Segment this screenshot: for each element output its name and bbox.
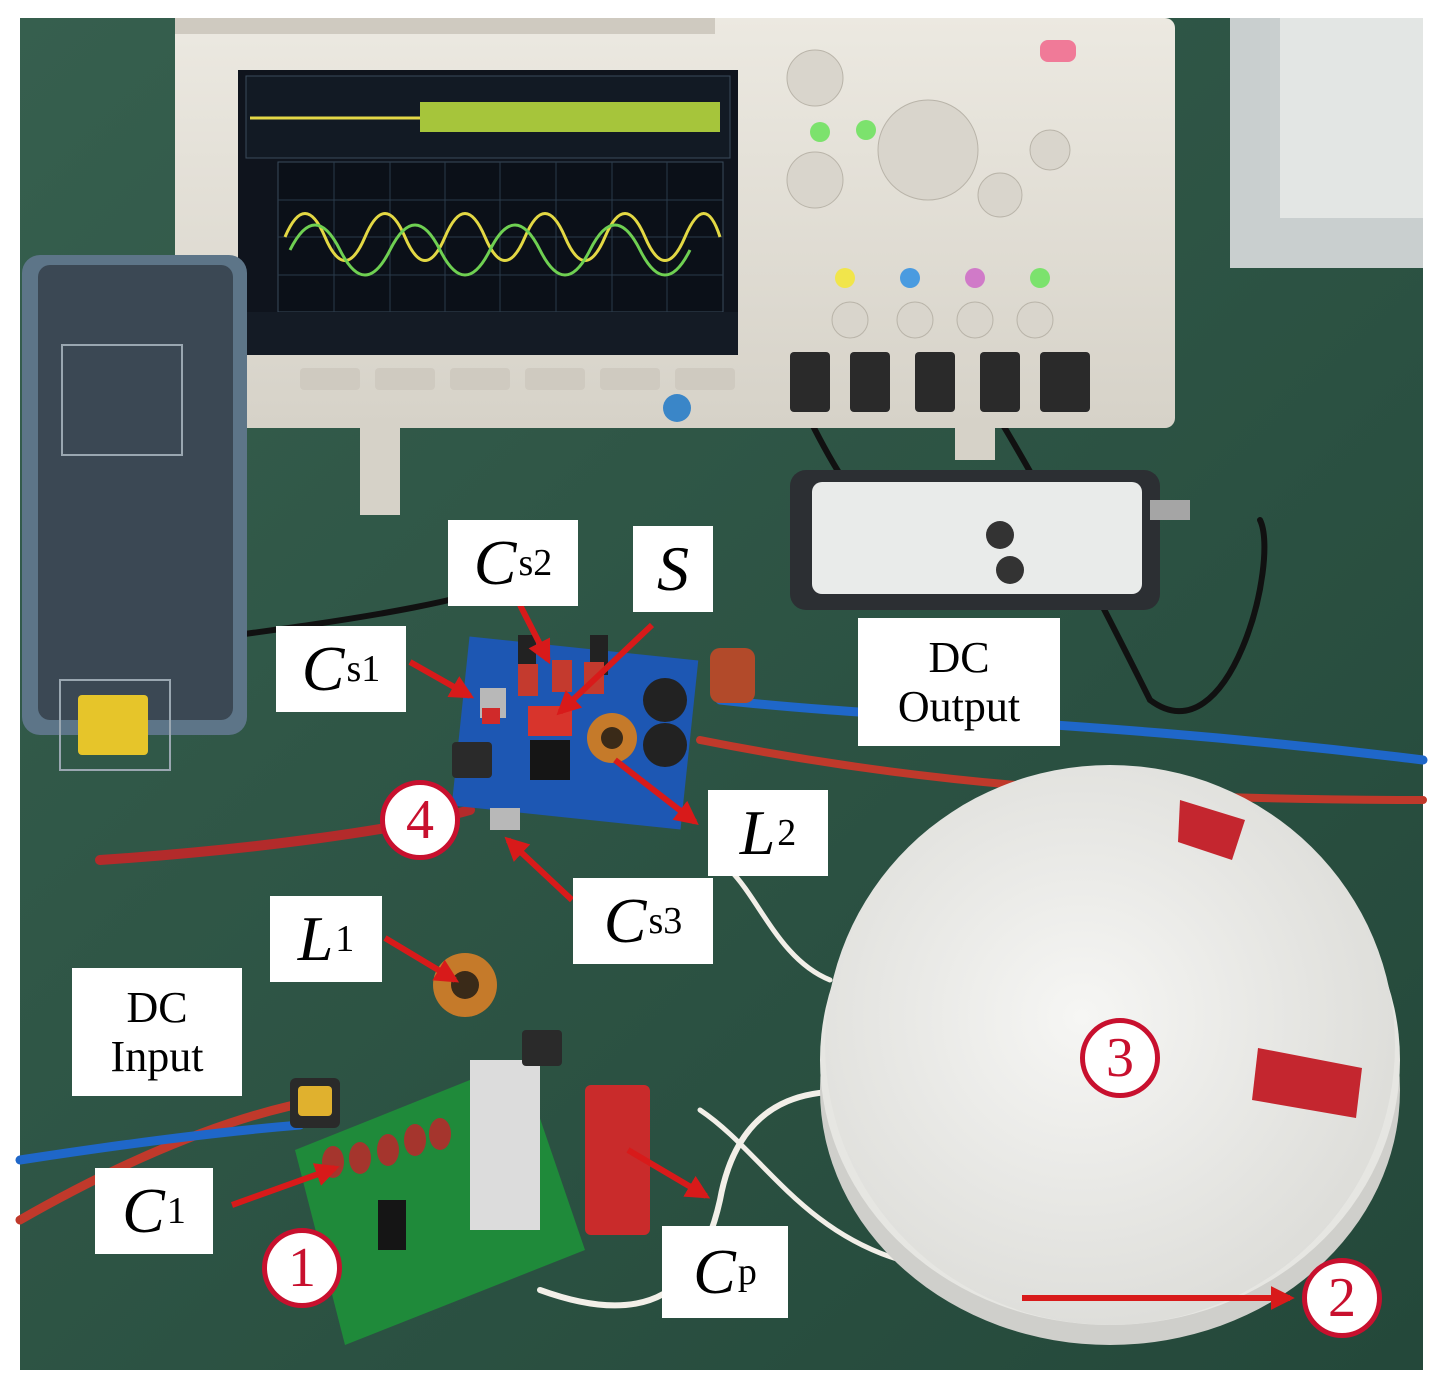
label-dc-output-line1: DC xyxy=(928,632,990,682)
label-s: S xyxy=(633,526,713,612)
label-cp-subscript: p xyxy=(737,1251,757,1293)
label-cp-symbol: C xyxy=(693,1236,736,1307)
label-dc-output: DC Output xyxy=(858,618,1060,746)
marker-2: 2 xyxy=(1302,1258,1382,1338)
label-cs2-symbol: C xyxy=(473,527,517,598)
label-c1-symbol: C xyxy=(122,1175,165,1246)
label-l2-subscript: 2 xyxy=(777,812,797,854)
label-dc-input: DC Input xyxy=(72,968,242,1096)
label-c1-subscript: 1 xyxy=(166,1190,186,1232)
label-cs1-symbol: C xyxy=(301,633,345,704)
label-l1-subscript: 1 xyxy=(335,918,355,960)
marker-1: 1 xyxy=(262,1228,342,1308)
label-dc-output-line2: Output xyxy=(897,682,1021,731)
probe-box xyxy=(790,470,1190,610)
label-l2-symbol: L xyxy=(739,797,776,868)
label-cs2-subscript: s2 xyxy=(518,542,553,584)
oscilloscope xyxy=(175,18,1175,515)
label-dc-input-line1: DC xyxy=(126,982,188,1032)
current-probe xyxy=(22,255,247,771)
label-cs1-subscript: s1 xyxy=(346,648,381,690)
label-s-symbol: S xyxy=(657,533,689,604)
marker-3: 3 xyxy=(1080,1018,1160,1098)
marker-4: 4 xyxy=(380,780,460,860)
label-l1-symbol: L xyxy=(297,903,334,974)
label-cs3-subscript: s3 xyxy=(648,900,683,942)
label-dc-input-line2: Input xyxy=(110,1032,204,1081)
green-pcb xyxy=(290,953,650,1345)
label-cs3-symbol: C xyxy=(603,885,647,956)
